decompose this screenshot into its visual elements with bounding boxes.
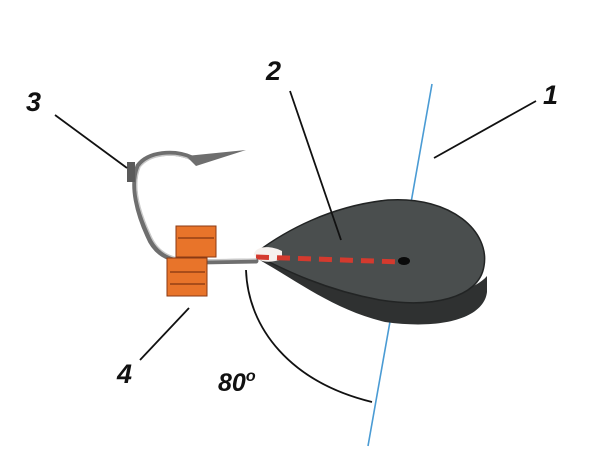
angle-unit: o [246, 368, 256, 385]
callout-label-4: 4 [116, 359, 132, 389]
callout-line-3 [54, 114, 128, 169]
callout-label-2: 2 [265, 56, 281, 86]
angle-arc [245, 269, 373, 403]
hook-eye [127, 162, 135, 182]
callout-line-2 [289, 90, 342, 241]
callout-label-1: 1 [543, 80, 558, 110]
callout-label-3: 3 [26, 87, 41, 117]
callout-line-4 [139, 307, 190, 361]
weight-top [256, 199, 486, 304]
callout-line-1 [433, 100, 537, 159]
angle-label: 80o [218, 368, 256, 397]
bait-top [175, 225, 217, 258]
teardrop-weight [254, 199, 487, 325]
bait-bottom [166, 257, 208, 297]
weight-side [258, 252, 487, 325]
weight-channel [255, 254, 403, 265]
weight-eyelet [398, 257, 410, 265]
hook-barb [186, 150, 246, 166]
bait [166, 225, 217, 297]
hook-shank-highlight [136, 154, 257, 261]
angle-value: 80 [218, 369, 246, 397]
